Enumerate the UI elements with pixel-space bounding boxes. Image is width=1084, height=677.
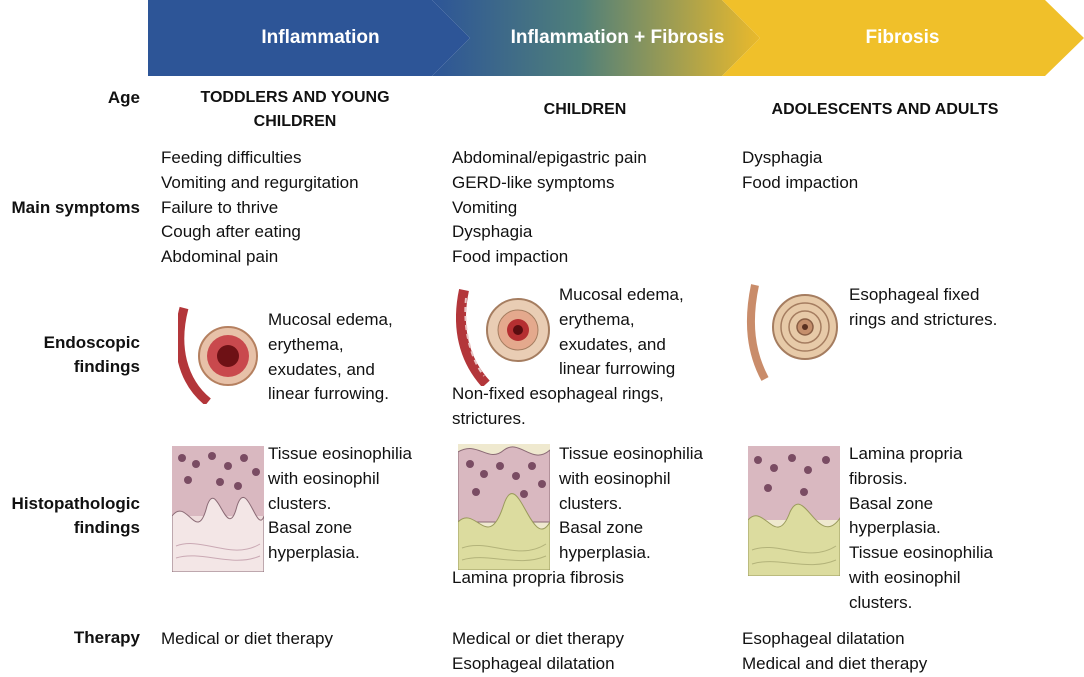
histo-extra-column-2: Lamina propria fibrosis (452, 568, 624, 587)
age-column-3: ADOLESCENTS AND ADULTS (771, 101, 999, 118)
histology-illustration-fibrosis (748, 446, 840, 576)
row-label-age: Age (107, 88, 140, 107)
therapy-column-1: Medical or diet therapy (161, 629, 333, 648)
stage-label-fibrosis: Fibrosis (865, 27, 940, 48)
age-column-2: CHILDREN (543, 101, 627, 118)
stage-arrow-inflammation-fibrosis (432, 0, 760, 76)
row-label-main-symptoms: Main symptoms (11, 198, 140, 217)
stage-arrow-inflammation (148, 0, 470, 76)
endoscopic-extra-column-2: Non-fixed esophageal rings,strictures. (452, 384, 664, 428)
stage-label-inflammation: Inflammation (261, 27, 380, 48)
row-label-therapy: Therapy (73, 628, 140, 647)
endoscopy-illustration-inflammation (178, 306, 258, 404)
histology-illustration-mixed (458, 444, 550, 570)
stage-arrow-fibrosis (722, 0, 1084, 76)
endoscopy-illustration-fibrosis (746, 284, 838, 381)
stage-label-inflammation-fibrosis: Inflammation + Fibrosis (510, 27, 725, 48)
endoscopy-illustration-mixed (456, 288, 550, 386)
histology-illustration-inflammation (172, 446, 264, 572)
stage-arrows (148, 0, 1084, 76)
